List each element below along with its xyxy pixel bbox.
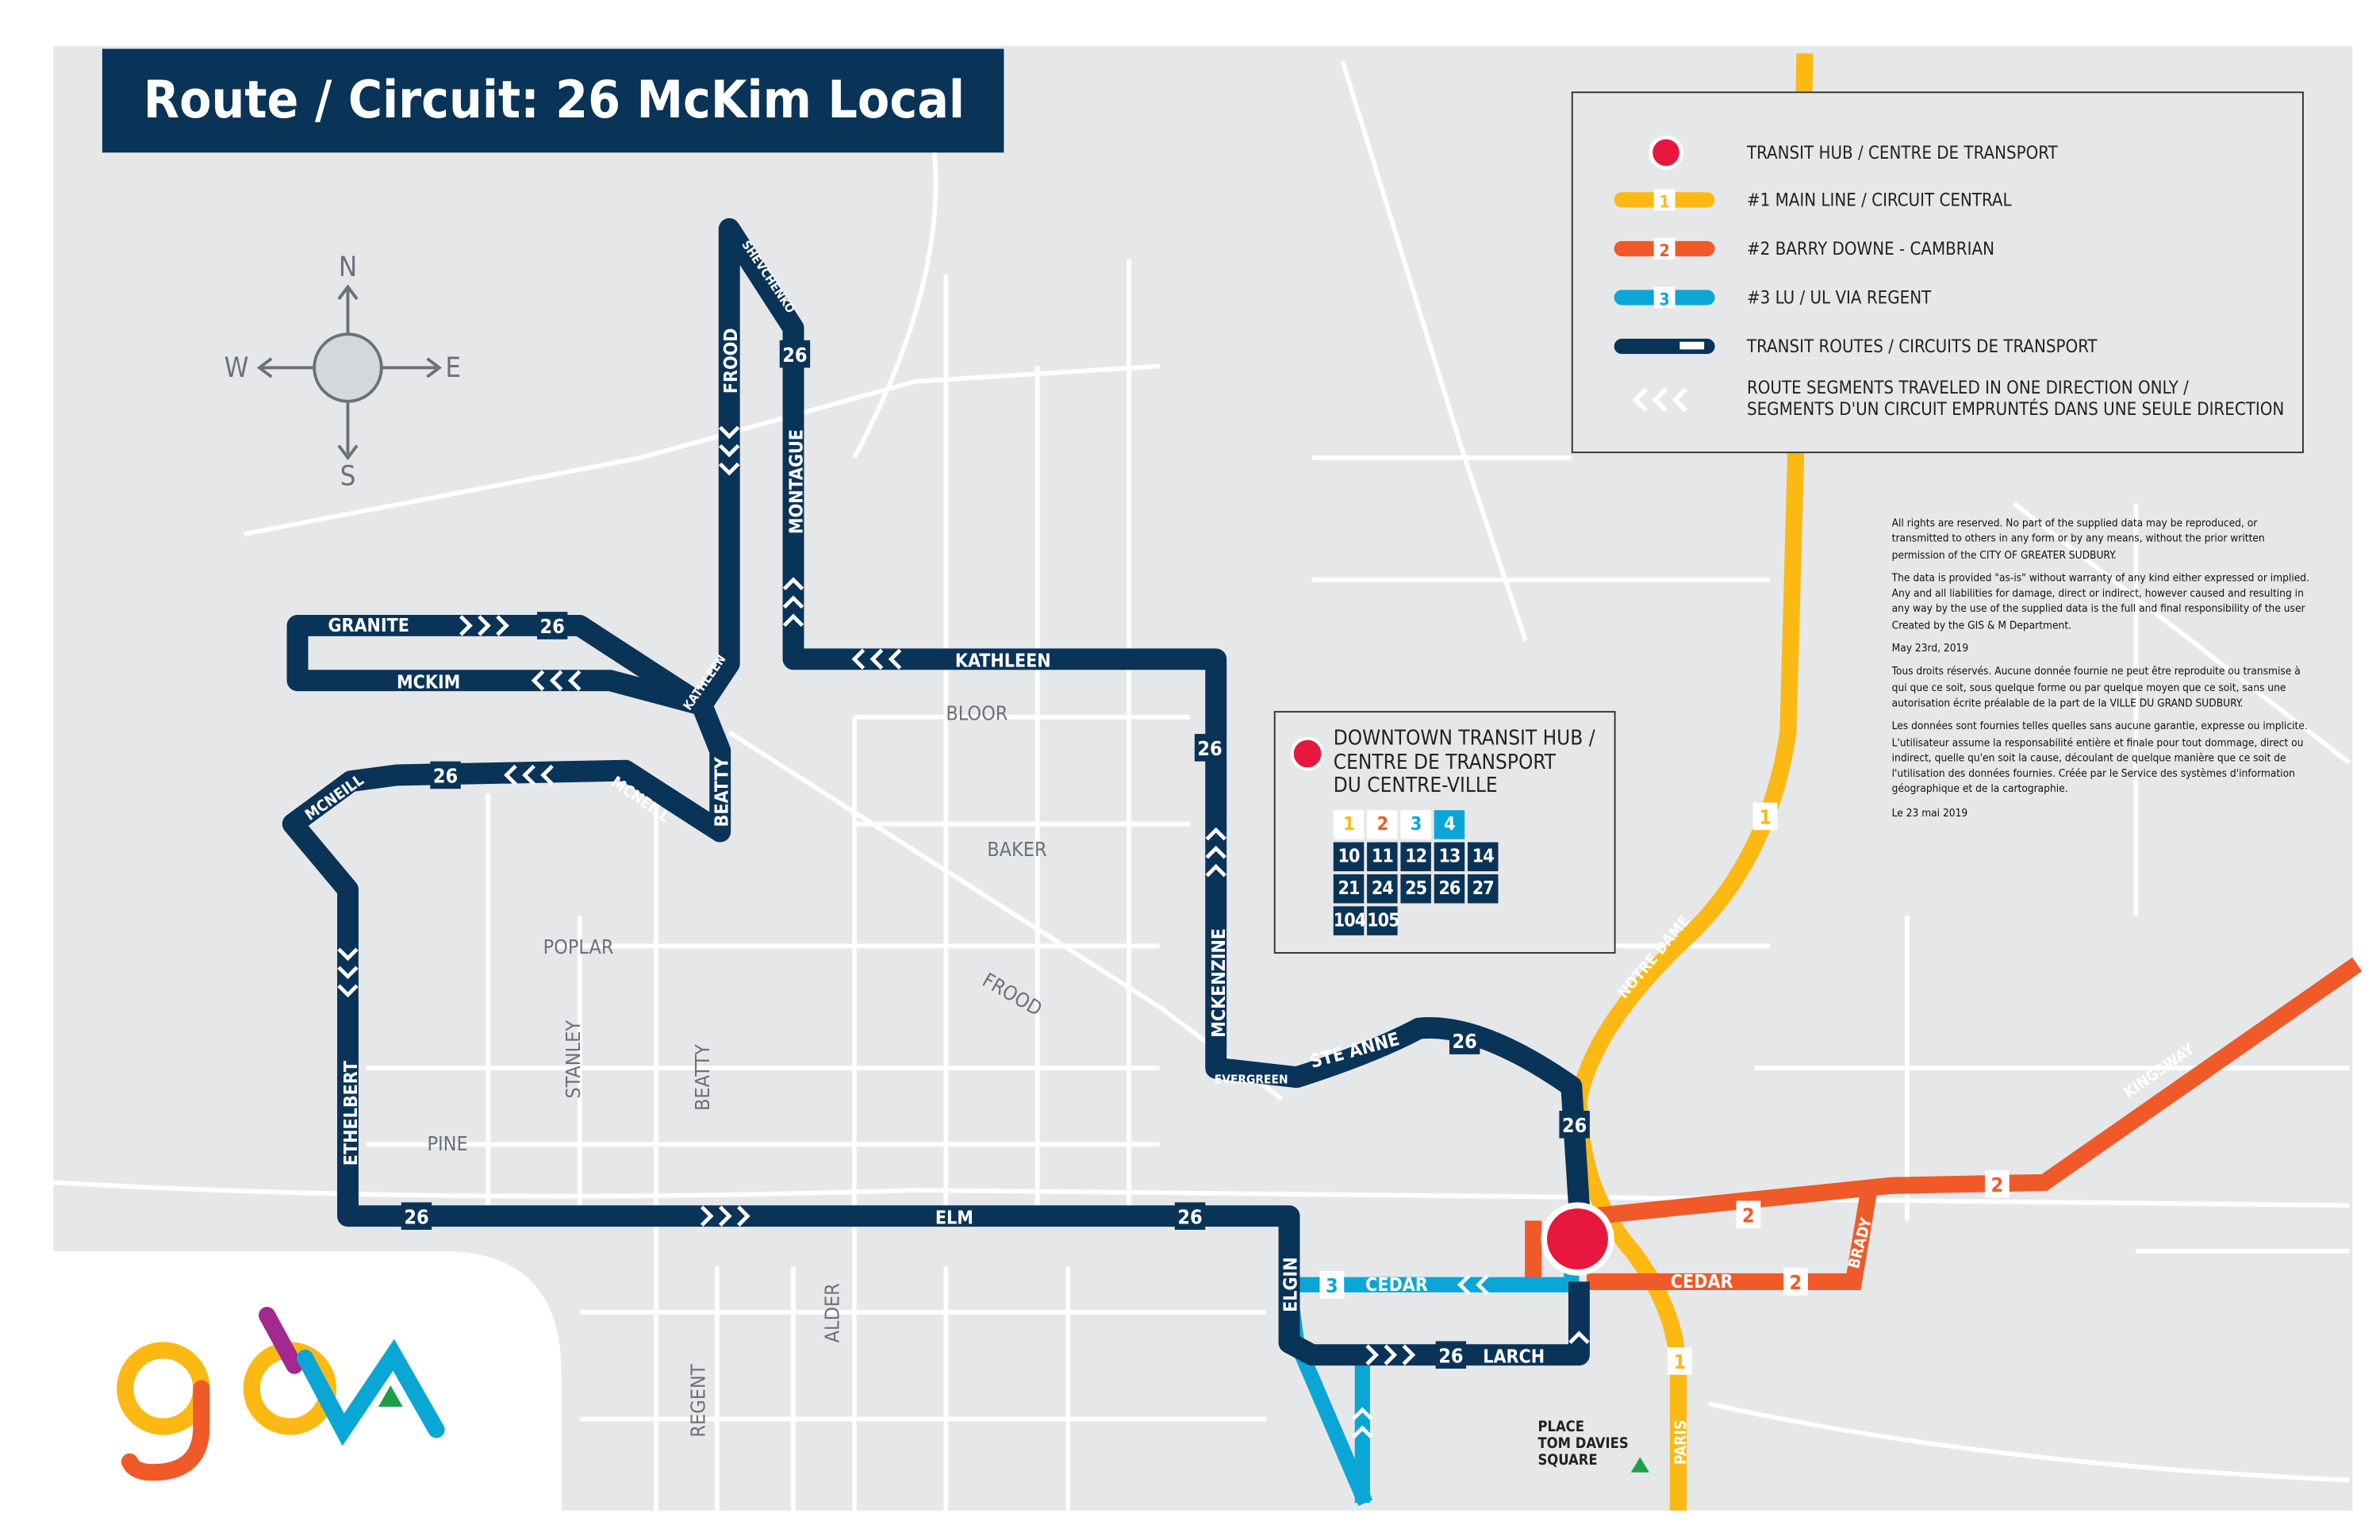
hub-route-1: 1: [1333, 810, 1365, 839]
disclaimer-paragraph: Tous droits réservés. Aucune donnée four…: [1891, 664, 2301, 710]
badge-26: 26: [540, 615, 565, 638]
label-evergreen: EVERGREEN: [1215, 1072, 1288, 1086]
label-kathleen: KATHLEEN: [955, 651, 1051, 671]
hub-title-line: CENTRE DE TRANSPORT: [1333, 750, 1556, 774]
one-way-chevron-icon: [1632, 387, 1688, 413]
label-cedar-east: CEDAR: [1671, 1272, 1733, 1292]
street-baker: BAKER: [987, 838, 1046, 861]
hub-icon: [1649, 135, 1683, 170]
hub-route-12: 12: [1400, 842, 1431, 872]
disclaimer-paragraph: All rights are reserved. No part of the …: [1891, 516, 2265, 561]
compass-w: W: [225, 352, 249, 384]
label-mckenzine: MCKENZINE: [1209, 928, 1230, 1038]
compass-n: N: [339, 252, 357, 283]
hub-route-11: 11: [1367, 842, 1398, 872]
hub-route-24: 24: [1367, 874, 1398, 904]
hub-title: DOWNTOWN TRANSIT HUB / CENTRE DE TRANSPO…: [1333, 726, 1595, 798]
hub-route-2: 2: [1367, 810, 1398, 839]
hub-title-line: DOWNTOWN TRANSIT HUB /: [1333, 726, 1595, 751]
label-frood: FROOD: [721, 328, 742, 394]
badge-2: 2: [1742, 1204, 1755, 1227]
legend-route-1: #1 MAIN LINE / CIRCUIT CENTRAL: [1746, 189, 2012, 211]
legend-route-2: #2 BARRY DOWNE - CAMBRIAN: [1746, 238, 1994, 259]
landmark-triangle-icon: [1630, 1457, 1649, 1473]
badge-26: 26: [1562, 1114, 1587, 1137]
street-alder: ALDER: [821, 1283, 844, 1342]
label-elm: ELM: [935, 1208, 973, 1228]
hub-route-4: 4: [1434, 810, 1465, 839]
badge-26: 26: [404, 1205, 428, 1228]
map-legend: 1 2 3 TRANSIT HUB / CENTRE DE TRANSPORT …: [1571, 91, 2304, 454]
label-mckim: MCKIM: [397, 672, 460, 693]
hub-route-26: 26: [1434, 874, 1465, 904]
badge-26: 26: [433, 765, 458, 788]
disclaimer-paragraph: Les données sont fournies telles quelles…: [1891, 719, 2308, 796]
legend-oneway-fr: SEGMENTS D'UN CIRCUIT EMPRUNTÉS DANS UNE…: [1746, 397, 2285, 420]
hub-route-104: 104: [1333, 906, 1366, 935]
label-montague: MONTAGUE: [787, 429, 808, 534]
transit-hub-icon[interactable]: [1541, 1202, 1614, 1276]
street-grid: [53, 60, 2351, 1511]
hub-route-3: 3: [1400, 810, 1431, 839]
badge-1: 1: [1674, 1350, 1687, 1373]
hub-route-14: 14: [1468, 842, 1499, 872]
disclaimer-date: Le 23 mai 2019: [1891, 805, 1968, 820]
disclaimer-date: May 23rd, 2019: [1891, 640, 1969, 655]
compass-s: S: [340, 461, 356, 493]
grid-spacer: [1468, 810, 1498, 839]
route-26-badges: 26 26 26 26 26 26 26 26 26 1 1 2 2 2 3: [401, 340, 2010, 1375]
label-ethelbert: ETHELBERT: [341, 1060, 362, 1166]
square-label: SQUARE: [1537, 1452, 1597, 1469]
badge-2: 2: [1991, 1173, 2004, 1196]
street-poplar: POPLAR: [543, 935, 614, 958]
place-label: PLACE: [1537, 1419, 1583, 1435]
badge-26: 26: [1177, 1205, 1202, 1228]
badge-26: 26: [1197, 737, 1222, 760]
label-larch: LARCH: [1483, 1346, 1545, 1367]
badge-1: 1: [1759, 805, 1772, 828]
legend-r1-num: 1: [1659, 192, 1669, 212]
label-elgin: ELGIN: [1281, 1257, 1302, 1312]
badge-26: 26: [1438, 1344, 1463, 1367]
hub-title-line: DU CENTRE-VILLE: [1333, 774, 1498, 798]
street-beatty: BEATTY: [691, 1044, 714, 1111]
street-regent: REGENT: [686, 1364, 709, 1437]
hub-route-13: 13: [1434, 842, 1465, 872]
street-pine: PINE: [427, 1132, 467, 1155]
page-title: Route / Circuit: 26 McKim Local: [102, 48, 1004, 153]
badge-2: 2: [1790, 1271, 1802, 1294]
disclaimer-paragraph: The data is provided "as-is" without war…: [1891, 570, 2310, 632]
label-beatty: BEATTY: [712, 756, 732, 827]
downtown-hub-box: DOWNTOWN TRANSIT HUB / CENTRE DE TRANSPO…: [1273, 711, 1616, 954]
hub-route-21: 21: [1333, 874, 1365, 904]
compass-icon: N S W E: [225, 252, 461, 492]
street-bloor: BLOOR: [946, 702, 1008, 725]
one-way-chevrons-icon: [337, 425, 1590, 1439]
compass-e: E: [445, 352, 461, 384]
tom-davies-label: TOM DAVIES: [1537, 1435, 1628, 1452]
label-granite: GRANITE: [328, 616, 409, 636]
legend-r3-num: 3: [1659, 290, 1669, 309]
route-26-line: [282, 218, 1590, 1366]
badge-26: 26: [782, 344, 807, 367]
badge-26: 26: [1453, 1030, 1477, 1053]
hub-route-25: 25: [1400, 874, 1431, 904]
street-stanley: STANLEY: [562, 1020, 585, 1099]
badge-3: 3: [1326, 1274, 1338, 1297]
legend-symbols: 1 2 3: [1614, 135, 1715, 413]
hub-route-27: 27: [1468, 874, 1499, 904]
hub-route-105: 105: [1367, 906, 1400, 935]
label-paris: PARIS: [1672, 1420, 1690, 1465]
legend-oneway-en: ROUTE SEGMENTS TRAVELED IN ONE DIRECTION…: [1746, 377, 2189, 398]
label-cedar: CEDAR: [1365, 1275, 1428, 1296]
legend-r2-num: 2: [1659, 240, 1669, 260]
disclaimer: All rights are reserved. No part of the …: [1892, 516, 2312, 828]
hub-route-10: 10: [1333, 842, 1365, 872]
legend-transit-routes: TRANSIT ROUTES / CIRCUITS DE TRANSPORT: [1746, 336, 2098, 358]
legend-route-3: #3 LU / UL VIA REGENT: [1746, 286, 1932, 309]
hub-icon: [1290, 736, 1325, 771]
legend-hub: TRANSIT HUB / CENTRE DE TRANSPORT: [1746, 141, 2058, 163]
goVA-logo: [117, 1307, 445, 1481]
